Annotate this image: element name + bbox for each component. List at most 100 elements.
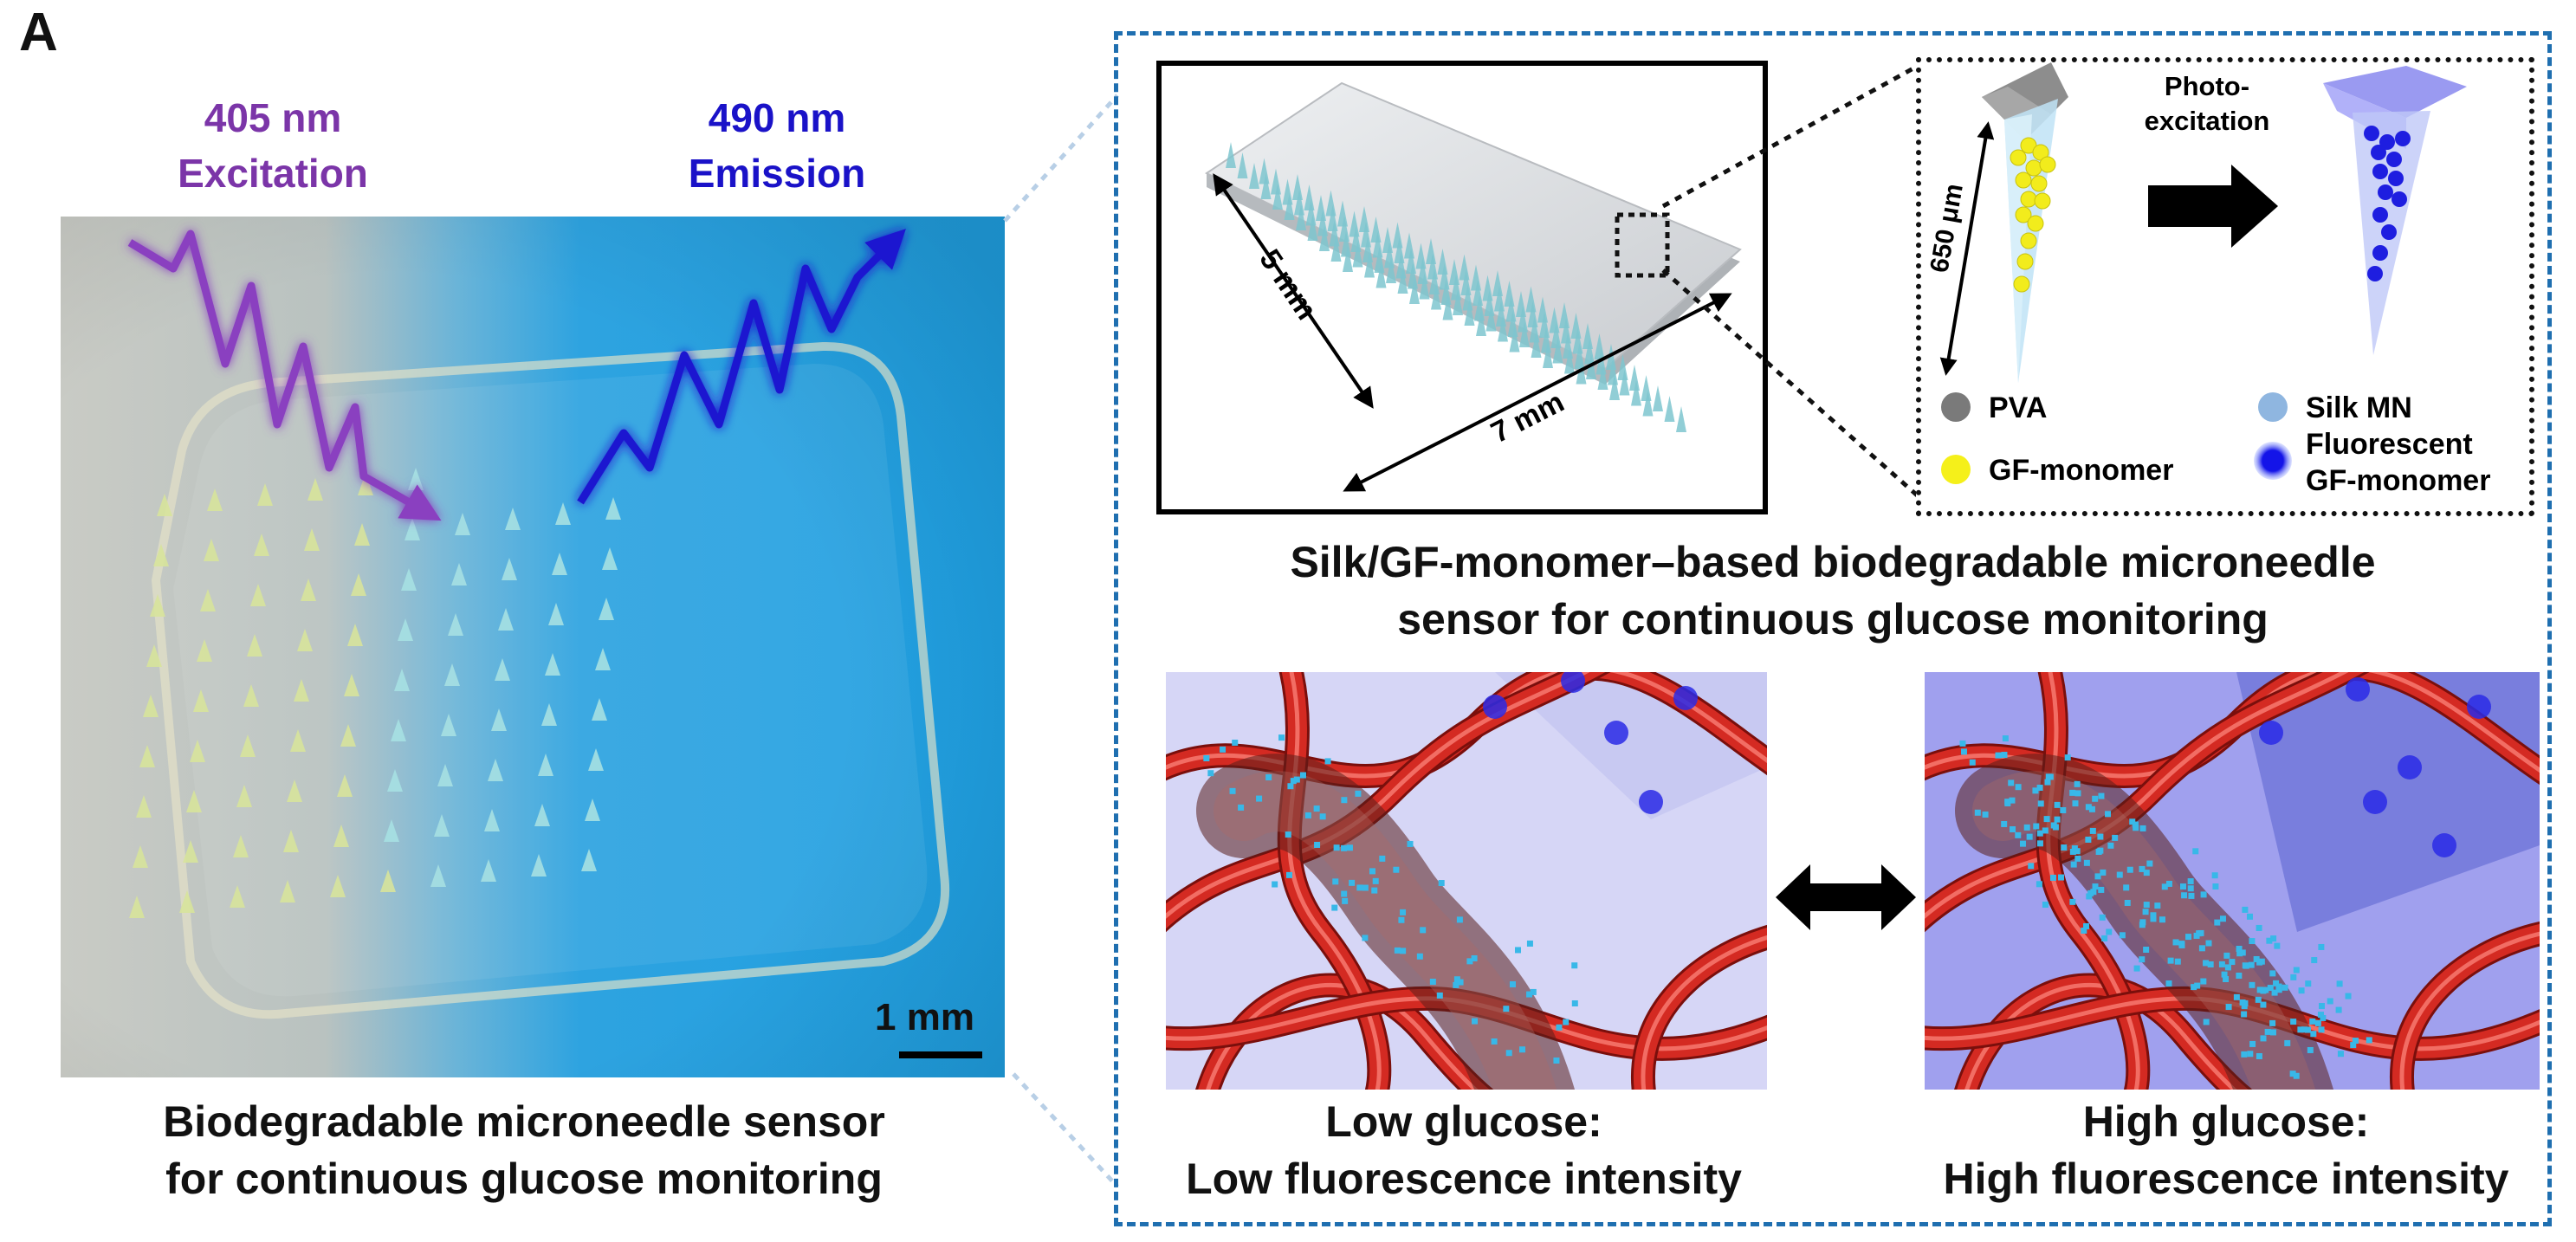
microneedle: [280, 880, 295, 902]
microneedle: [358, 473, 373, 495]
legend-fluorescent-line2: GF-monomer: [2306, 464, 2490, 497]
microneedle: [1427, 253, 1438, 280]
fluorescent-swatch: [2254, 442, 2292, 480]
needle-before-icon: [1982, 62, 2068, 383]
microneedle: [297, 629, 313, 651]
legend-silk: Silk MN: [2306, 391, 2412, 424]
microneedle: [430, 864, 446, 887]
excitation-wave-icon: [127, 230, 442, 521]
microneedle: [505, 508, 521, 530]
microneedle: [1629, 365, 1640, 391]
microneedle: [484, 809, 500, 831]
width-dimension-label: 5 mm: [1252, 243, 1323, 326]
schematic-caption: Silk/GF-monomer–based biodegradable micr…: [1123, 534, 2543, 648]
microneedle: [193, 689, 209, 712]
legend-pva: PVA: [1989, 391, 2047, 424]
microneedle: [481, 859, 496, 882]
microneedle: [304, 528, 320, 551]
microneedle: [1419, 273, 1430, 300]
microneedle: [531, 854, 547, 877]
microneedle: [1397, 268, 1408, 294]
pva-swatch: [1941, 392, 1971, 422]
microneedle: [455, 513, 470, 535]
microneedle: [207, 488, 223, 511]
microneedle: [592, 698, 607, 721]
microneedle: [1384, 242, 1395, 268]
microneedle: [1492, 270, 1503, 296]
needle-zoom-graphic: 650 μm Photo- excitation PVA Silk MN GF-…: [1925, 62, 2490, 497]
microneedle: [451, 563, 467, 585]
microneedle: [1395, 252, 1407, 279]
microneedle: [250, 584, 266, 606]
microneedle: [340, 724, 356, 747]
low-glucose-title: Low glucose:: [1325, 1097, 1602, 1146]
microneedle: [186, 790, 202, 812]
silk-swatch: [2258, 392, 2288, 422]
microneedle: [384, 819, 399, 842]
panel-letter: A: [19, 3, 58, 62]
length-dimension-line: [1343, 293, 1732, 492]
microneedle: [1426, 238, 1436, 264]
microneedle: [491, 708, 507, 731]
left-caption-line1: Biodegradable microneedle sensor: [163, 1097, 885, 1146]
microneedle: [136, 795, 152, 818]
patch-schematic: 5 mm 7 mm: [1156, 61, 1768, 514]
microneedle: [351, 573, 366, 596]
microneedle: [1449, 259, 1460, 285]
microneedle: [287, 779, 302, 802]
microneedle: [595, 648, 611, 670]
sensor-photo-graphic: [61, 217, 1005, 1077]
needle-zoom-box: 650 μm Photo- excitation PVA Silk MN GF-…: [1916, 57, 2534, 516]
microneedle: [240, 734, 256, 757]
microneedle: [380, 870, 396, 892]
schematic-caption-line1: Silk/GF-monomer–based biodegradable micr…: [1290, 538, 2376, 586]
microneedle: [153, 544, 169, 566]
microneedle: [541, 703, 557, 726]
microneedle: [347, 624, 363, 646]
microneedle: [1237, 152, 1248, 178]
microneedle: [538, 754, 553, 776]
microneedle: [254, 534, 269, 556]
microneedle: [405, 518, 420, 540]
microneedle: [344, 674, 359, 696]
scale-bar-label: 1 mm: [875, 996, 974, 1038]
microneedle: [495, 658, 510, 681]
microneedle: [448, 613, 463, 636]
gf-monomer-swatch: [1941, 455, 1971, 484]
microneedle: [243, 684, 259, 707]
microneedle: [337, 774, 353, 797]
height-dimension-line: [1939, 121, 1995, 376]
zoom-region-marker: [1615, 212, 1670, 278]
microneedle: [555, 502, 571, 525]
sensor-photo: [61, 217, 1005, 1077]
scale-bar: [899, 1051, 982, 1058]
microneedle: [441, 714, 456, 736]
high-glucose-caption: High glucose: High fluorescence intensit…: [1888, 1093, 2564, 1207]
microneedle: [1417, 258, 1428, 284]
microneedle: [1437, 249, 1448, 275]
microneedle: [437, 764, 453, 786]
microneedle: [502, 558, 517, 580]
microneedle: [197, 639, 212, 662]
glucose-dots: [1203, 672, 1698, 1064]
microneedle: [301, 579, 316, 601]
emission-label: 490 nm Emission: [634, 90, 920, 201]
microneedle: [605, 497, 621, 520]
microneedle: [588, 748, 604, 771]
microneedle: [1394, 237, 1405, 263]
microneedle: [1226, 142, 1236, 168]
microneedle: [330, 875, 346, 897]
low-glucose-subtitle: Low fluorescence intensity: [1186, 1155, 1742, 1203]
schematic-caption-line2: sensor for continuous glucose monitoring: [1397, 595, 2269, 644]
zoom-connector-lines: [1003, 94, 1119, 1188]
microneedle: [552, 553, 567, 575]
zoom-lines: [1661, 61, 1923, 501]
microneedle: [1404, 232, 1414, 259]
microneedle: [236, 785, 252, 807]
excitation-label: 405 nm Excitation: [130, 90, 416, 201]
patch-schematic-graphic: 5 mm 7 mm: [1204, 81, 1742, 492]
microneedle: [387, 769, 403, 792]
microneedle: [545, 653, 560, 676]
microneedle: [200, 589, 216, 611]
excitation-wavelength: 405 nm: [204, 95, 342, 140]
